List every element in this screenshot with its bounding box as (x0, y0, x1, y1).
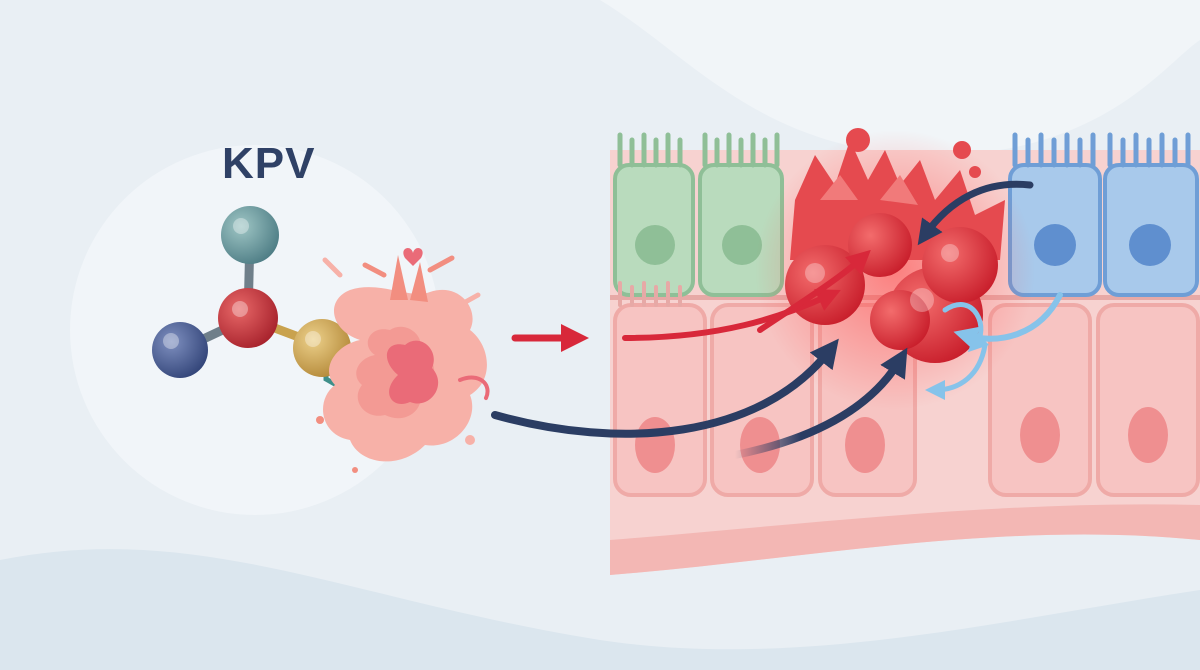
red-pathway-arrow-2 (757, 249, 871, 333)
red-pathway-arrow (622, 289, 841, 341)
navy-return-arrow (917, 180, 1034, 246)
navy-pathway-arrow-2 (731, 347, 908, 459)
blue-loop-arrow (942, 302, 990, 353)
blue-loop-arrow-2 (925, 342, 988, 400)
inflammation-burst-icon (316, 247, 490, 473)
pathway-arrows (491, 180, 1063, 459)
kpv-title: KPV (222, 139, 316, 188)
navy-pathway-arrow (491, 338, 839, 438)
kpv-molecule-icon (152, 206, 357, 390)
